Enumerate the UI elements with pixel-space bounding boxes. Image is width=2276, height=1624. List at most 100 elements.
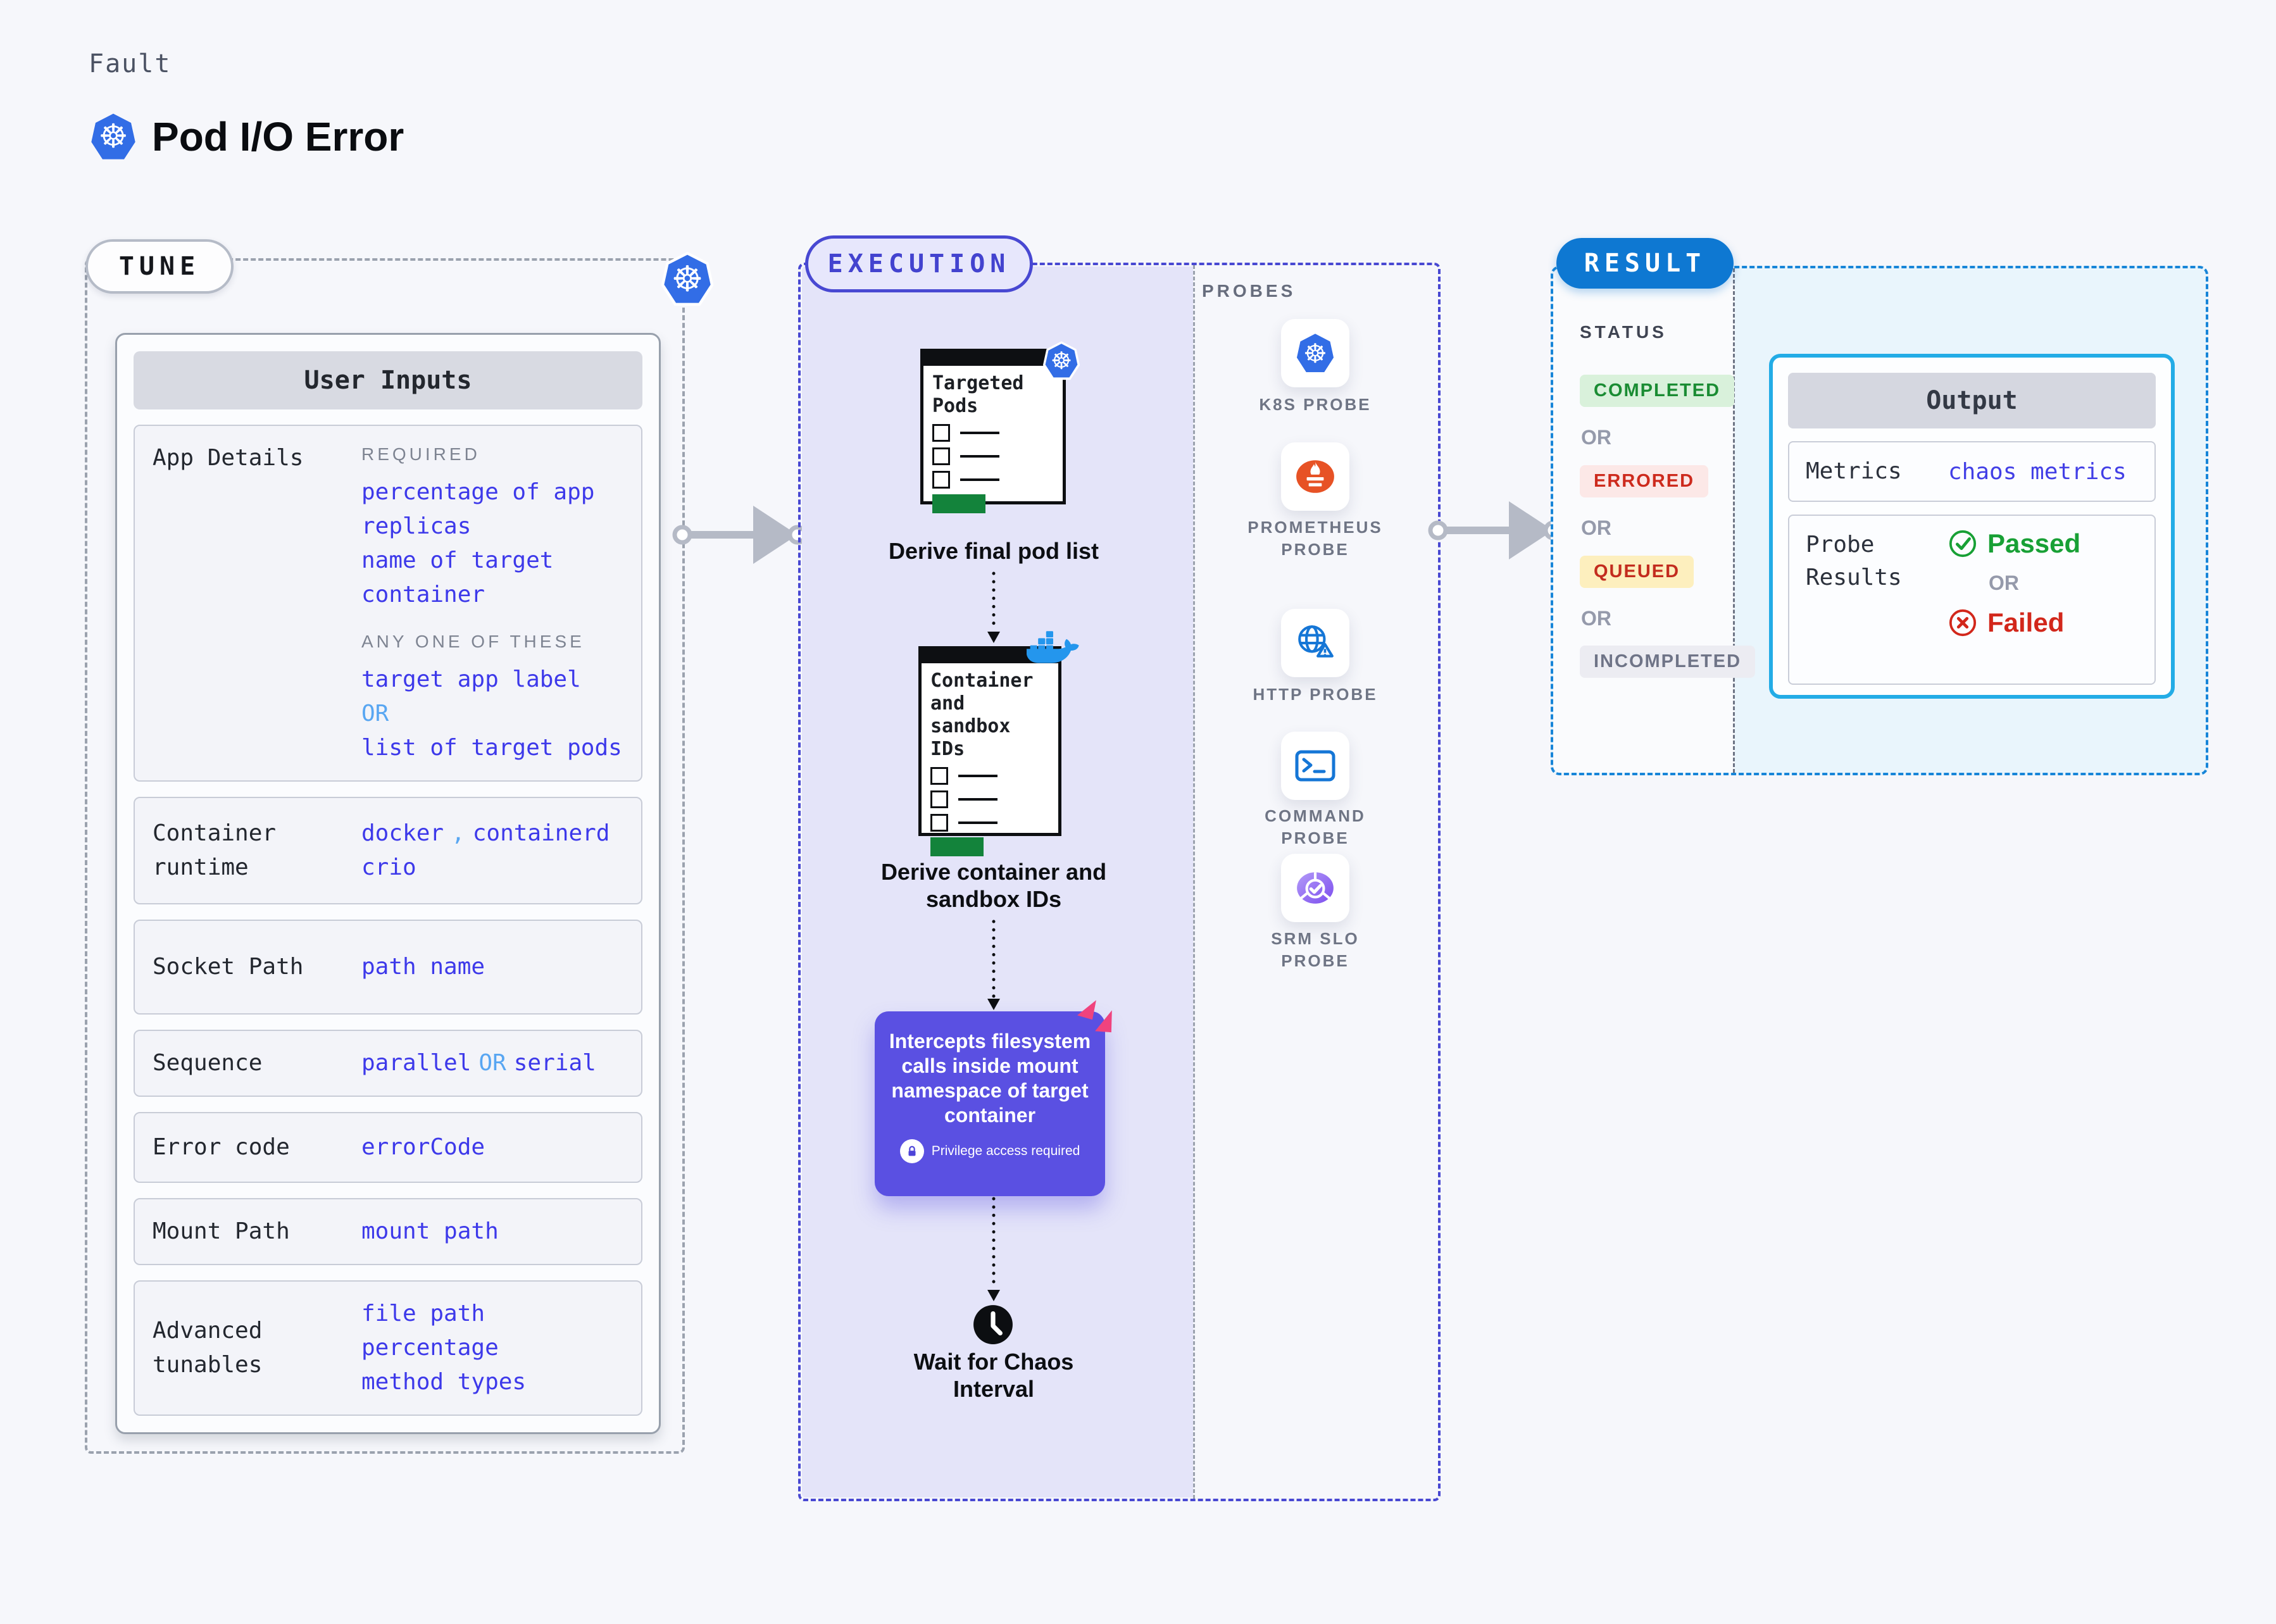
green-bar [932,494,985,513]
status-label: STATUS [1580,322,1667,342]
row-advanced-tunables: Advanced tunables file path percentage m… [134,1280,642,1416]
value: target app label [361,666,581,692]
or-separator: OR [1989,572,2019,594]
tune-pill: TUNE [85,239,234,294]
status-badge: QUEUED [1580,556,1694,588]
row-label: Container runtime [153,820,277,880]
pod-checklist [923,419,1063,489]
chaos-icon [1077,1000,1112,1033]
probe-card [1281,854,1349,922]
row-app-details: App Details REQUIRED percentage of app r… [134,425,642,782]
kubernetes-icon: ☸ [1296,333,1335,373]
or-separator: OR [1581,426,1611,449]
kubernetes-icon: ☸ [660,251,715,308]
flow-connector [987,1197,1000,1301]
passed-text: Passed [1987,528,2081,558]
step-text: Intercepts filesystem calls inside mount… [889,1030,1091,1127]
value: name of target container [361,547,554,608]
user-inputs-card: User Inputs App Details REQUIRED percent… [115,333,661,1434]
status-badge: ERRORED [1580,465,1709,497]
checkbox-icon [932,424,950,442]
probe-card [1281,442,1349,511]
row-mount-path: Mount Path mount path [134,1198,642,1265]
value: percentage of app replicas [361,479,595,539]
status-badge: COMPLETED [1580,375,1735,407]
probe-label: K8S PROBE [1259,395,1372,414]
list-line [960,478,999,481]
checkbox-icon [932,447,950,465]
row-socket-path: Socket Path path name [134,920,642,1015]
execution-pill: EXECUTION [805,235,1033,292]
x-circle-icon [1949,609,1977,637]
lock-icon [899,1139,924,1164]
row-label: Sequence [153,1050,263,1076]
or-separator: OR [1581,516,1611,539]
list-line [960,455,999,458]
value: serial [513,1050,596,1076]
status-panel [1553,268,1735,773]
output-title: Output [1788,373,2156,428]
checkbox-icon [930,814,948,832]
probe-label: SRM SLO PROBE [1271,929,1360,971]
value: containerd [472,820,610,846]
flow-connector [987,572,1000,643]
step-caption: Derive final pod list [888,538,1099,564]
slo-gauge-icon [1297,872,1334,904]
result-section: RESULT STATUS COMPLETED OR ERRORED OR QU… [1551,238,2208,775]
value: list of target pods [361,735,622,761]
metrics-label: Metrics [1806,458,1902,484]
clock-icon [973,1305,1013,1344]
step-caption: Wait for Chaos Interval [913,1349,1074,1402]
checkbox-icon [930,790,948,808]
value: file path [361,1301,485,1327]
or-separator: OR [1581,607,1611,630]
fault-kicker: Fault [89,49,172,78]
id-checklist [922,762,1058,832]
probe-card [1281,732,1349,800]
page-title: Pod I/O Error [152,114,404,159]
prometheus-icon [1296,460,1334,493]
row-container-runtime: Container runtime docker,containerd crio [134,797,642,904]
row-label: Socket Path [153,954,304,980]
probes-label: PROBES [1202,281,1296,301]
value: mount path [361,1218,499,1244]
or-separator: OR [361,701,389,727]
output-card: Output Metrics chaos metrics Probe Resul… [1769,354,2175,699]
kubernetes-icon: ☸ [90,113,137,161]
docker-icon [1027,631,1079,663]
checkbox-icon [932,471,950,489]
probe-results-label: Probe Results [1806,532,1902,591]
value: crio [361,854,416,880]
row-values: REQUIRED percentage of app replicas name… [361,441,623,765]
row-label: Advanced tunables [153,1318,263,1378]
list-line [958,821,997,824]
card-title: Targeted Pods [932,372,1024,417]
probe-results-row: Probe Results Passed OR [1788,515,2156,685]
flow-arrow-icon [1428,501,1562,559]
card-titlebar [922,649,1058,663]
probe-card: ☸ [1281,319,1349,387]
row-label: App Details [153,445,304,471]
value: method types [361,1369,527,1395]
any-one-tag: ANY ONE OF THESE [361,632,585,651]
status-badge: INCOMPLETED [1580,646,1756,678]
row-label: Mount Path [153,1218,290,1244]
value: errorCode [361,1134,485,1160]
required-tag: REQUIRED [361,444,480,464]
or-separator: OR [478,1050,506,1076]
probe-label: PROMETHEUS PROBE [1247,518,1383,559]
privilege-note-text: Privilege access required [931,1144,1080,1159]
kubernetes-icon: ☸ [1042,340,1081,381]
checkbox-icon [930,767,948,785]
probe-label: COMMAND PROBE [1265,806,1366,848]
probe-results-values: Passed OR Failed [1948,528,2080,671]
failed-text: Failed [1987,608,2065,637]
tune-section: TUNE ☸ User Inputs App Details REQUIRED … [85,239,714,1454]
value: docker [361,820,444,846]
row-label: Error code [153,1134,290,1160]
http-globe-icon [1298,625,1334,658]
terminal-icon [1295,750,1335,782]
probe-card [1281,609,1349,677]
